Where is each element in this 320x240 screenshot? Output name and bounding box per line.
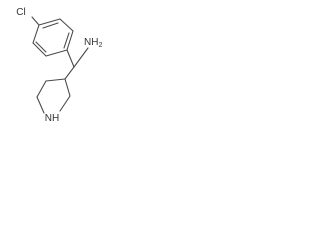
bond-benzene-double-3 — [35, 41, 47, 53]
piperidine-nitrogen-label: NH — [45, 113, 59, 124]
molecule-structure: Cl NH2 NH — [16, 7, 102, 124]
bond-benzene-2 — [59, 18, 74, 32]
bond-aryl-ch — [66, 49, 75, 68]
bond-benzene-5 — [32, 42, 47, 57]
amine-atom-label: NH2 — [84, 37, 102, 49]
bond-piperidine-4 — [36, 80, 47, 98]
bond-benzene-6 — [32, 24, 40, 44]
bond-benzene-1 — [38, 18, 61, 26]
chlorine-atom-label: Cl — [16, 7, 25, 18]
bond-benzene-4 — [45, 49, 68, 57]
bond-benzene-3 — [66, 30, 74, 51]
bond-benzene-double-1 — [42, 22, 59, 29]
amine-label-main: NH — [84, 37, 98, 48]
bond-piperidine-2 — [59, 95, 71, 112]
bond-piperidine-5 — [45, 78, 66, 82]
bonds — [31, 16, 89, 114]
bond-benzene-double-2 — [63, 32, 70, 49]
bond-piperidine-1 — [64, 78, 71, 97]
bond-piperidine-3 — [36, 96, 45, 114]
bond-cl-c1 — [31, 16, 40, 26]
bond-ch-piperidine — [64, 66, 75, 80]
amine-label-subscript: 2 — [98, 42, 102, 49]
bond-ch-nh2 — [73, 47, 89, 68]
